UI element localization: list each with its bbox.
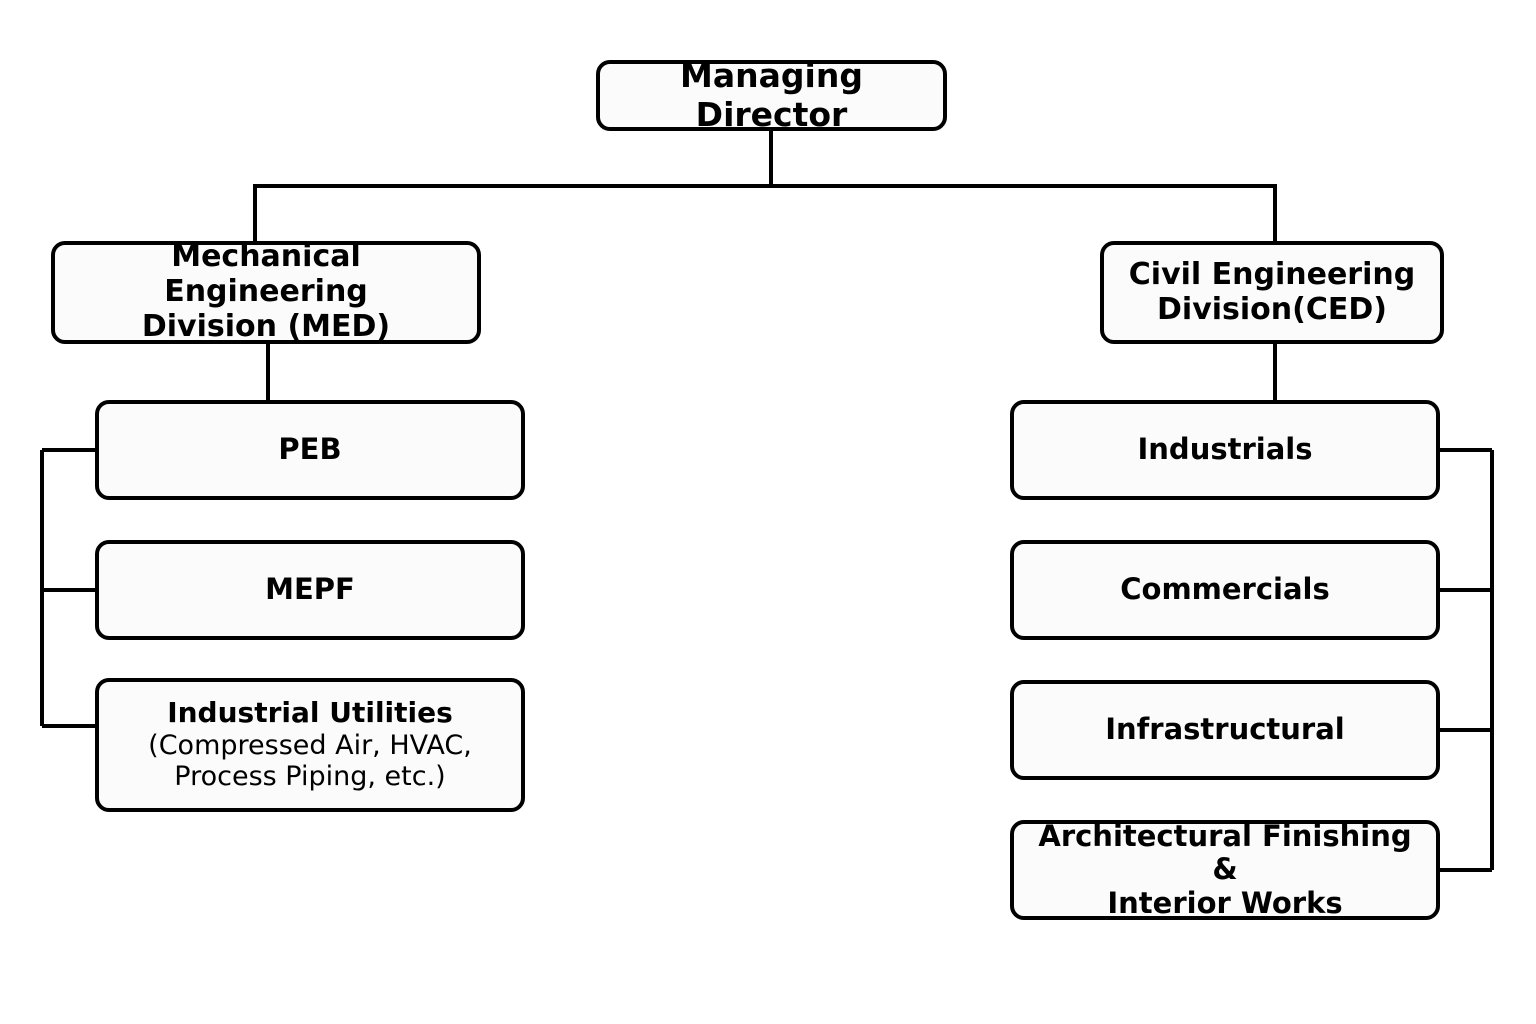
node-industrials-label: Industrials: [1137, 432, 1313, 467]
node-mepf[interactable]: MEPF: [95, 540, 525, 640]
node-industrial-utilities[interactable]: Industrial Utilities (Compressed Air, HV…: [95, 678, 525, 812]
node-mechanical-engineering-division[interactable]: Mechanical Engineering Division (MED): [51, 239, 481, 344]
node-architectural-finishing-interior-works-label: Architectural Finishing & Interior Works: [1014, 818, 1436, 921]
architectural-line-2: Interior Works: [1107, 885, 1343, 920]
ced-line-1: Civil Engineering: [1128, 256, 1416, 292]
node-civil-engineering-division-label: Civil Engineering Division(CED): [1119, 256, 1425, 328]
med-line-2: Division (MED): [141, 308, 391, 344]
node-peb-label: PEB: [278, 432, 342, 467]
node-commercials-label: Commercials: [1120, 572, 1330, 607]
ced-line-2: Division(CED): [1157, 291, 1387, 327]
node-infrastructural[interactable]: Infrastructural: [1010, 680, 1440, 780]
node-managing-director[interactable]: Managing Director: [596, 56, 947, 134]
med-line-1: Mechanical Engineering: [164, 239, 368, 310]
node-managing-director-label: Managing Director: [680, 56, 863, 134]
industrial-utilities-title: Industrial Utilities: [167, 696, 453, 730]
industrial-utilities-detail-line-2: Process Piping, etc.): [174, 761, 446, 793]
node-industrial-utilities-label: Industrial Utilities (Compressed Air, HV…: [138, 696, 482, 793]
architectural-line-1: Architectural Finishing &: [1038, 818, 1412, 887]
node-architectural-finishing-interior-works[interactable]: Architectural Finishing & Interior Works: [1010, 818, 1440, 921]
node-commercials[interactable]: Commercials: [1010, 540, 1440, 640]
node-industrials[interactable]: Industrials: [1010, 400, 1440, 500]
node-civil-engineering-division[interactable]: Civil Engineering Division(CED): [1100, 241, 1444, 344]
node-peb[interactable]: PEB: [95, 400, 525, 500]
node-infrastructural-label: Infrastructural: [1105, 712, 1345, 747]
node-mechanical-engineering-division-label: Mechanical Engineering Division (MED): [55, 239, 477, 344]
node-mepf-label: MEPF: [265, 572, 355, 607]
industrial-utilities-detail-line-1: (Compressed Air, HVAC,: [148, 729, 472, 761]
